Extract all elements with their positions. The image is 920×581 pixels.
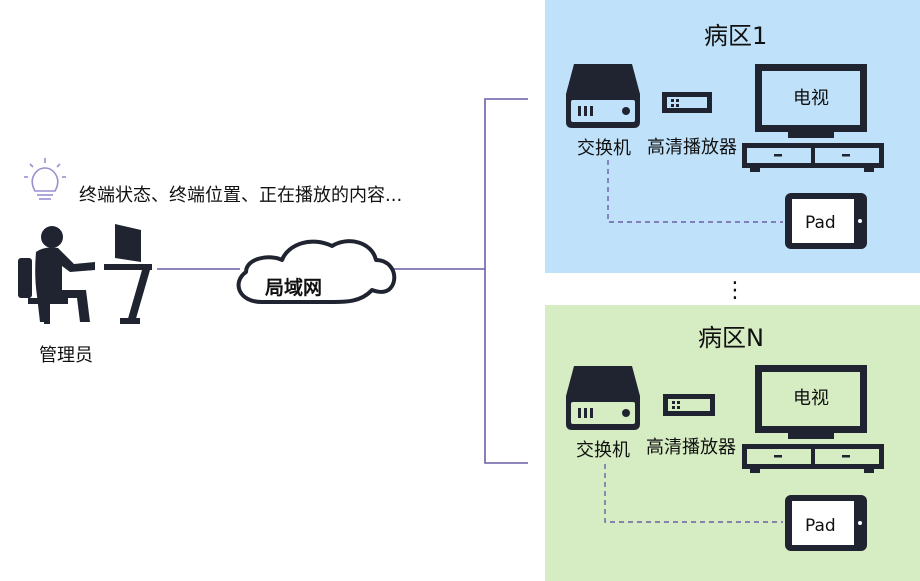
ward-1-switch-icon [566, 64, 640, 128]
ward-n-player-label: 高清播放器 [646, 437, 736, 458]
ward-1-switch-label: 交换机 [577, 138, 631, 159]
ward-n-pad-label: Pad [805, 516, 836, 536]
lan-label: 局域网 [265, 276, 322, 299]
cloud-icon [236, 239, 397, 305]
ward-1-player-label: 高清播放器 [647, 137, 737, 158]
ward-n-title: 病区N [698, 324, 764, 352]
ward-separator-ellipsis: ⋮ [724, 278, 746, 303]
admin-label: 管理员 [39, 345, 93, 366]
ward-1-player-icon [662, 92, 712, 113]
admin-workstation-icon [18, 224, 152, 324]
ward-n-tv-icon [742, 365, 884, 473]
ward-1-tv-label: 电视 [793, 88, 829, 109]
network-lines [157, 98, 528, 464]
lightbulb-icon [24, 158, 66, 200]
ward-1-title: 病区1 [704, 22, 767, 50]
ward-n-switch-icon [566, 366, 640, 430]
ward-1-tv-icon [742, 64, 884, 172]
ward-n-switch-label: 交换机 [576, 440, 630, 461]
ward-n-player-icon [663, 394, 715, 416]
ward-n-tv-label: 电视 [793, 388, 829, 409]
ward-n-pad-icon [785, 495, 867, 551]
admin-info-text: 终端状态、终端位置、正在播放的内容... [79, 185, 402, 206]
ward-1-pad-icon [785, 193, 867, 249]
ward-1-pad-label: Pad [805, 213, 836, 233]
pad-dashed-links [604, 160, 783, 523]
